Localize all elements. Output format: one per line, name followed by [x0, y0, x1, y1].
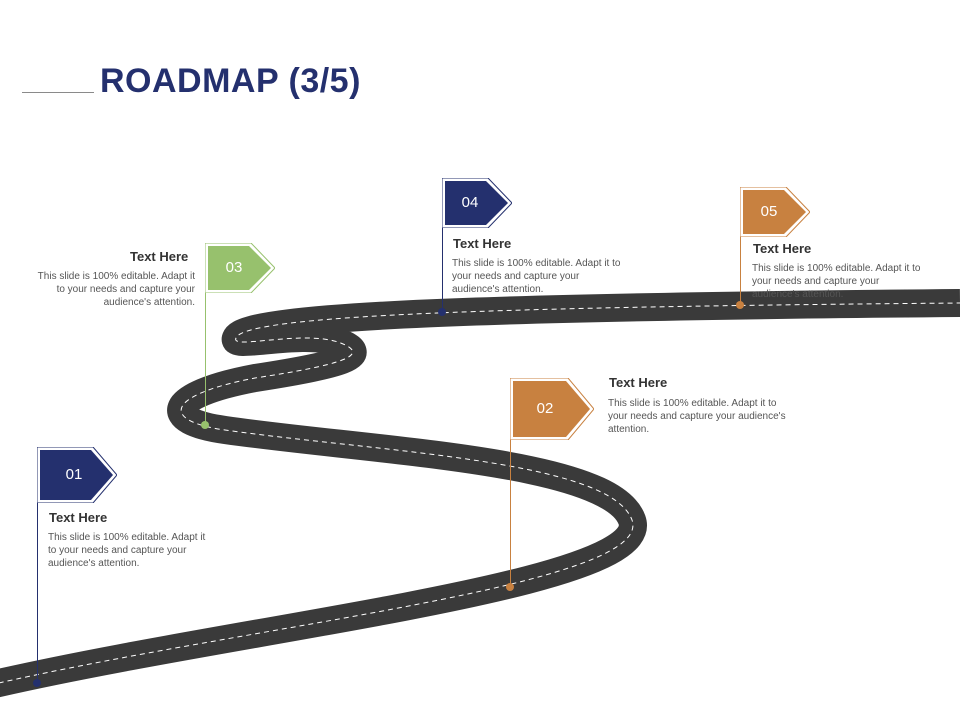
milestone-01-text: This slide is 100% editable. Adapt it to… [48, 532, 206, 569]
milestone-05-marker [736, 301, 744, 309]
milestone-02-pole [510, 380, 511, 586]
milestone-04-heading: Text Here [453, 236, 512, 251]
milestone-04-marker [438, 308, 446, 316]
milestone-03-number: 03 [225, 259, 243, 276]
milestone-04-flag-shape [442, 178, 512, 228]
milestone-02-heading: Text Here [609, 375, 668, 390]
milestone-01-pole [37, 460, 38, 684]
milestone-03-heading: Text Here [130, 249, 189, 264]
road-center-line [0, 302, 960, 684]
milestone-02-text: This slide is 100% editable. Adapt it to… [608, 398, 786, 435]
milestone-03-flag-shape [205, 243, 275, 293]
milestone-05-text: This slide is 100% editable. Adapt it to… [752, 263, 921, 300]
milestone-04-text: This slide is 100% editable. Adapt it to… [452, 258, 621, 295]
title-rule [22, 92, 94, 93]
milestone-02-flag-shape [510, 378, 594, 440]
milestone-02-marker [506, 583, 514, 591]
milestone-01-marker [33, 679, 41, 687]
milestone-05-number: 05 [760, 203, 778, 220]
milestone-01-flag-shape [37, 447, 117, 503]
milestone-03-pole [205, 245, 206, 425]
milestone-01-number: 01 [65, 466, 83, 483]
milestone-05-flag-shape [740, 187, 810, 237]
milestone-03-marker [201, 421, 209, 429]
milestone-05-pole [740, 189, 741, 305]
milestone-03-text: This slide is 100% editable. Adapt it to… [37, 271, 195, 308]
page-title: ROADMAP (3/5) [100, 62, 361, 100]
milestone-02-number: 02 [536, 400, 554, 417]
milestone-04-pole [442, 180, 443, 312]
milestone-01-heading: Text Here [49, 510, 108, 525]
road-surface [0, 289, 960, 698]
milestone-04-number: 04 [461, 194, 479, 211]
milestone-05-heading: Text Here [753, 241, 812, 256]
